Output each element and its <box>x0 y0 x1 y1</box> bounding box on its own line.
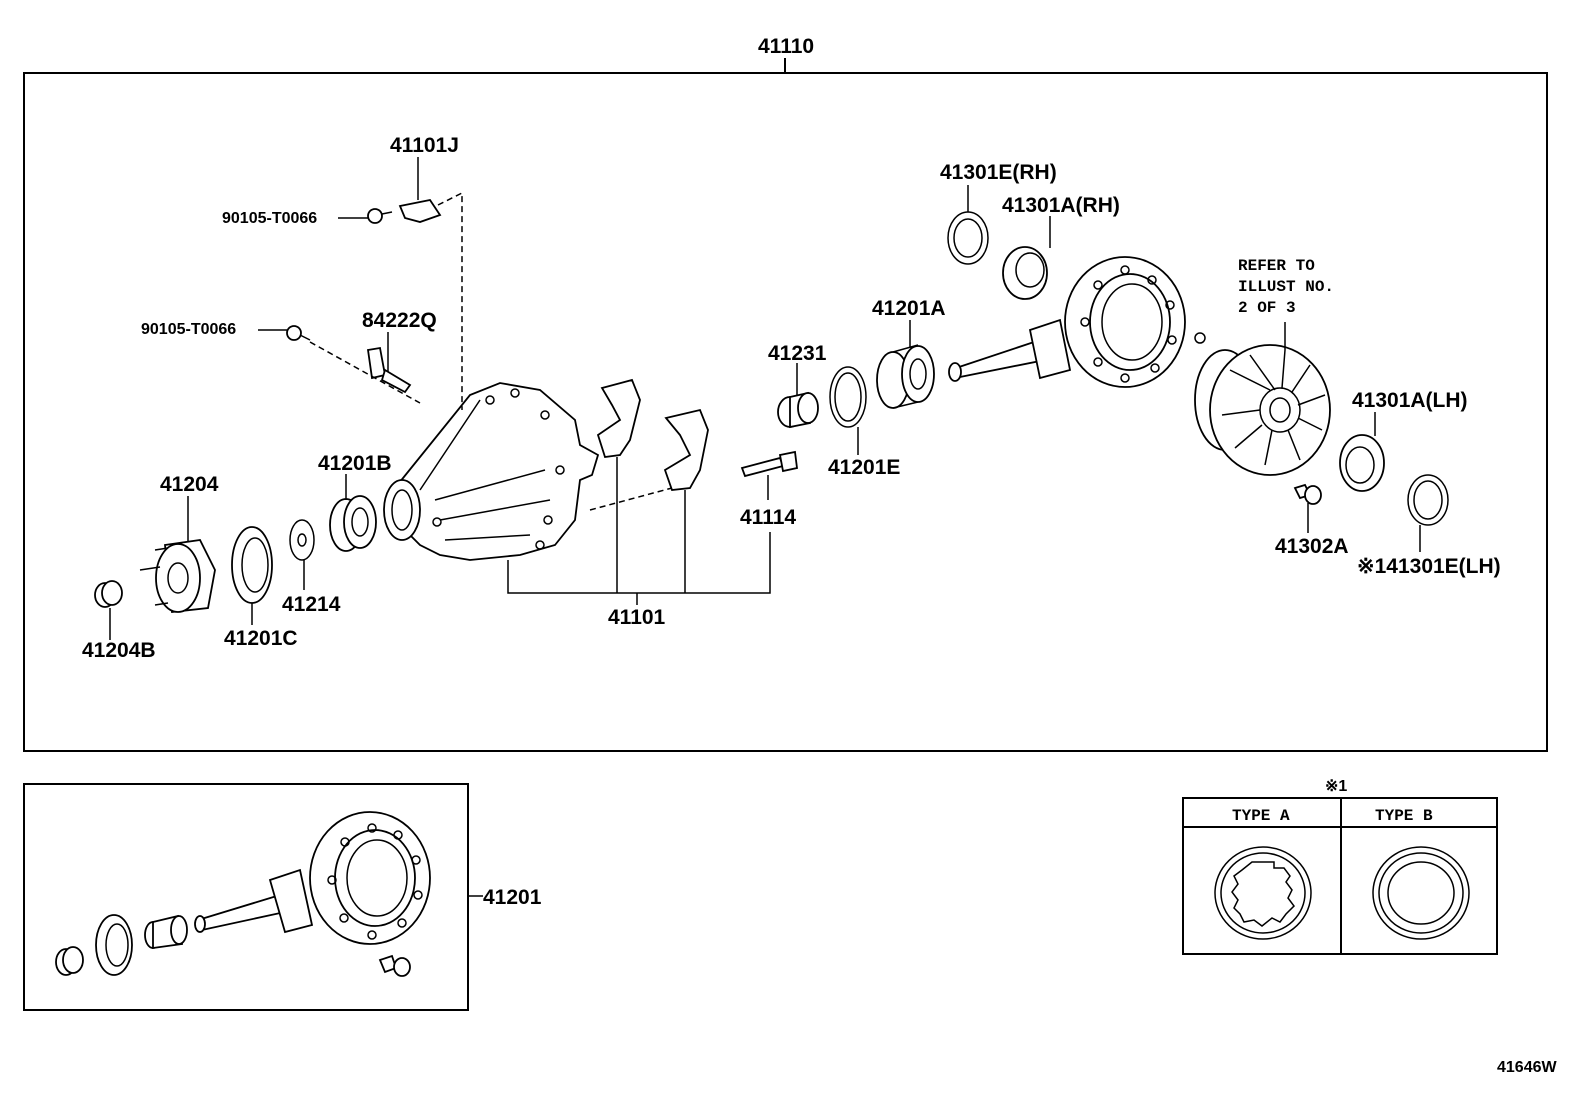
label-41204[interactable]: 41204 <box>160 473 219 496</box>
label-41301A-rh[interactable]: 41301A(RH) <box>1002 194 1120 217</box>
bearing-41201A[interactable] <box>876 344 935 409</box>
nut-41204B[interactable] <box>94 580 123 608</box>
label-41201E[interactable]: 41201E <box>828 456 900 479</box>
bearing-41301A-rh[interactable] <box>1002 246 1048 300</box>
type-a-shim-icon <box>1214 846 1312 940</box>
differential-case[interactable] <box>1194 332 1331 476</box>
refer-note: REFER TO ILLUST NO. 2 OF 3 <box>1238 257 1334 317</box>
label-41201C[interactable]: 41201C <box>224 627 298 650</box>
shim-41301E-lh[interactable] <box>1407 474 1449 526</box>
differential-carrier-housing[interactable] <box>383 382 600 561</box>
label-41201[interactable]: 41201 <box>483 886 542 909</box>
bearing-41301A-lh[interactable] <box>1339 434 1385 492</box>
label-41101J[interactable]: 41101J <box>390 134 459 157</box>
spacer-41231[interactable] <box>777 391 819 429</box>
label-41231[interactable]: 41231 <box>768 342 827 365</box>
type-b-shim-icon <box>1372 846 1470 940</box>
label-90105-top[interactable]: 90105-T0066 <box>222 210 317 227</box>
bearing-cap-left[interactable] <box>596 378 641 458</box>
label-41301E-rh[interactable]: 41301E(RH) <box>940 161 1057 184</box>
label-41114[interactable]: 41114 <box>740 506 796 529</box>
label-41204B[interactable]: 41204B <box>82 639 156 662</box>
type-b-label: TYPE B <box>1375 807 1433 825</box>
bolt-41302A[interactable] <box>1293 483 1322 505</box>
svg-text:2 OF 3: 2 OF 3 <box>1238 299 1296 317</box>
type-marker: ※1 <box>1325 778 1347 795</box>
bolt-mid[interactable] <box>286 325 311 341</box>
label-41301A-lh[interactable]: 41301A(LH) <box>1352 389 1468 412</box>
svg-text:ILLUST NO.: ILLUST NO. <box>1238 278 1334 296</box>
label-90105-mid[interactable]: 90105-T0066 <box>141 321 236 338</box>
label-41201A[interactable]: 41201A <box>872 297 946 320</box>
diagram-code: 41646W <box>1497 1059 1557 1076</box>
ring-gear-pinion-top[interactable] <box>948 256 1186 388</box>
sensor-41101J[interactable] <box>398 198 442 223</box>
label-41302A[interactable]: 41302A <box>1275 535 1349 558</box>
flange-41204[interactable] <box>139 539 216 613</box>
bearing-41201B[interactable] <box>329 495 377 552</box>
type-a-label: TYPE A <box>1232 807 1290 825</box>
label-41214[interactable]: 41214 <box>282 593 341 616</box>
label-84222Q[interactable]: 84222Q <box>362 309 437 332</box>
label-41101[interactable]: 41101 <box>608 606 666 629</box>
svg-text:REFER TO: REFER TO <box>1238 257 1315 275</box>
label-41110[interactable]: 41110 <box>758 35 814 58</box>
label-41301E-lh[interactable]: ※141301E(LH) <box>1357 555 1501 578</box>
shim-41301E-rh[interactable] <box>947 211 989 265</box>
type-table: ※1 TYPE A TYPE B <box>1182 778 1498 955</box>
oil-seal-41201C[interactable] <box>231 526 273 604</box>
washer-41214[interactable] <box>289 519 315 561</box>
ring-pinion-set-frame <box>23 783 469 1011</box>
bearing-cap-right[interactable] <box>663 408 709 491</box>
ring-41201E[interactable] <box>829 366 867 428</box>
ring-pinion-set[interactable] <box>55 811 431 977</box>
bolt-top[interactable] <box>367 208 393 224</box>
sensor-84222Q[interactable] <box>366 346 412 394</box>
label-41201B[interactable]: 41201B <box>318 452 392 475</box>
bolt-41114[interactable] <box>740 450 798 478</box>
